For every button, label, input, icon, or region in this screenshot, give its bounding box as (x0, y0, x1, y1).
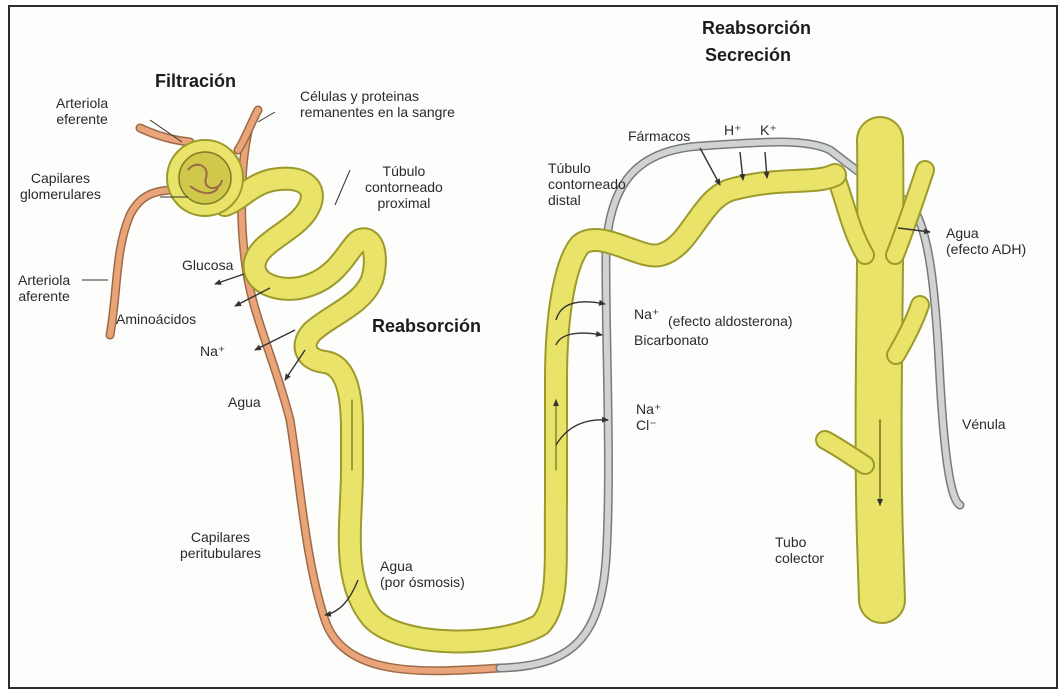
label-farmacos: Fármacos (628, 128, 690, 144)
glomerulus (167, 140, 243, 216)
label-agua-osmosis: Agua (por ósmosis) (380, 558, 465, 590)
heading-reabsorcion: Reabsorción (372, 315, 481, 337)
label-aminoacidos: Aminoácidos (116, 311, 196, 327)
label-venula: Vénula (962, 416, 1006, 432)
collecting-duct (825, 140, 925, 600)
label-glucosa: Glucosa (182, 257, 233, 273)
label-celulas-proteinas: Células y proteinas remanentes en la san… (300, 88, 455, 120)
label-capilares-glomerulares: Capilares glomerulares (20, 170, 101, 202)
label-na-left: Na⁺ (200, 343, 225, 359)
label-bicarbonato: Bicarbonato (634, 332, 709, 348)
label-na-aldosterona: Na⁺ (634, 306, 659, 322)
arterioles (110, 110, 258, 335)
label-capilares-peritubulares: Capilares peritubulares (180, 529, 261, 561)
label-na-cl: Na⁺ Cl⁻ (636, 401, 661, 433)
heading-reabsorcion-top: Reabsorción (702, 17, 811, 39)
label-tubo-colector: Tubo colector (775, 534, 824, 566)
label-agua-adh: Agua (efecto ADH) (946, 225, 1026, 257)
label-arteriola-eferente: Arteriola eferente (56, 95, 108, 127)
label-tubulo-proximal: Túbulo contorneado proximal (365, 163, 443, 211)
label-h-ion: H⁺ (724, 122, 742, 138)
heading-secrecion: Secreción (705, 44, 791, 66)
label-efecto-aldosterona: (efecto aldosterona) (668, 313, 793, 329)
heading-filtracion: Filtración (155, 70, 236, 92)
label-k-ion: K⁺ (760, 122, 777, 138)
label-agua-left: Agua (228, 394, 261, 410)
label-tubulo-distal: Túbulo contorneado distal (548, 160, 626, 208)
label-arteriola-aferente: Arteriola aferente (18, 272, 70, 304)
